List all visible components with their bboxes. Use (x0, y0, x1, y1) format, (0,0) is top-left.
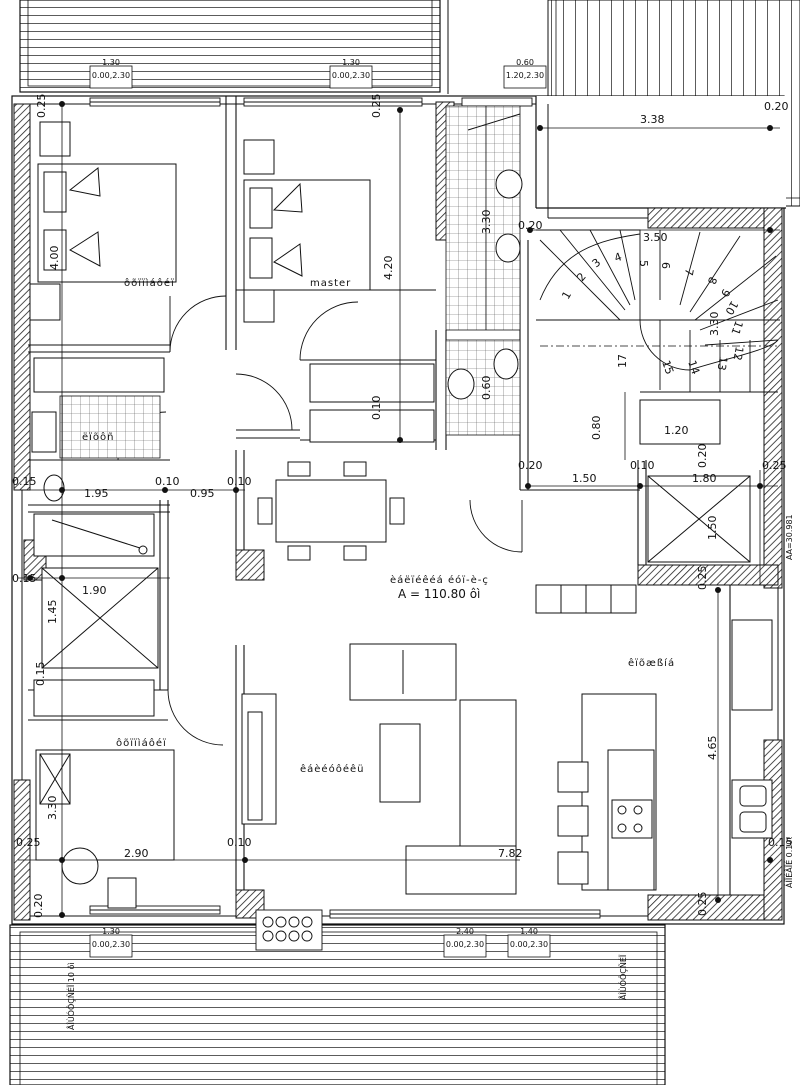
dimension-lines (18, 104, 780, 915)
room-label-master: master (310, 278, 351, 289)
dim-label: 0.10 (227, 836, 252, 849)
furniture (29, 113, 773, 909)
opening-tags (89, 65, 551, 958)
dim-label: 2.90 (124, 847, 149, 860)
dim-label: 4.20 (382, 256, 395, 281)
dim-label: 1.50 (572, 472, 597, 485)
dim-label: 3.30 (46, 796, 59, 821)
dim-label: 1.30 (342, 58, 360, 67)
dim-label: 0.20 (696, 444, 709, 469)
stair-step-number: 9 (718, 287, 733, 300)
stair-step-number: 4 (613, 250, 624, 265)
dim-label: 0.25 (35, 94, 48, 119)
dim-label: 1.40 (520, 927, 538, 936)
stair-step-number: 3 (590, 256, 604, 270)
dim-label: 0.20 (518, 219, 543, 232)
stair-step-number: 6 (659, 262, 672, 269)
side-note: ÁÍÏÉÃÏÉ 0.10! (783, 836, 794, 888)
dim-label: 0.20 (518, 459, 543, 472)
dim-label: 7.82 (498, 847, 523, 860)
dim-label: 1.50 (706, 516, 719, 541)
bottom-balcony (9, 924, 666, 1085)
dimension-markers (27, 101, 773, 918)
room-labels: ôõïïìáôéï master ëïõôñ èáëïéêéá éóï-è-ç … (82, 277, 675, 775)
stair-step-number: 5 (637, 260, 650, 267)
living-area-value: A = 110.80 ôì (398, 587, 480, 601)
side-notes: ΑΑ=30.981 ÁÍÏÉÃÏÉ 0.10! ÅÎÙÓÔÇÑÉÏ 10 ôì … (65, 514, 794, 1030)
stair-step-number: 14 (685, 359, 702, 377)
dim-label: 0.20 (32, 894, 45, 919)
dim-label: 3.30 (708, 312, 721, 337)
dim-label: 1.95 (84, 487, 109, 500)
dim-label: 4.65 (706, 736, 719, 761)
dim-label: 0.00,2.30 (92, 71, 130, 80)
room-label-kitchen: êïõæßíá (628, 657, 675, 669)
dim-label: 0.00,2.30 (92, 940, 130, 949)
dim-label: 0.25 (16, 836, 41, 849)
dim-label: 0.15 (34, 662, 47, 687)
stair-step-number: 8 (705, 275, 720, 286)
stair-step-number: 10 (722, 299, 740, 318)
dim-label: 0.10 (630, 459, 655, 472)
dim-label: 0.10 (155, 475, 180, 488)
dim-label: 0.15 (12, 475, 37, 488)
room-label-bedroom-2: ôõïïìáôéï (116, 737, 167, 749)
stair-step-number: 15 (659, 359, 676, 377)
dim-label: 3.50 (643, 231, 668, 244)
dim-label: 2.40 (456, 927, 474, 936)
dim-label: 0.25 (696, 892, 709, 917)
dim-label: 1.30 (102, 927, 120, 936)
stair-step-number: 12 (731, 345, 746, 361)
dim-label: 4.00 (48, 246, 61, 271)
dim-label: 0.15 (768, 836, 793, 849)
dim-label: 1.20,2.30 (506, 71, 544, 80)
dim-label: 0.00,2.30 (332, 71, 370, 80)
dim-label: 0.00,2.30 (510, 940, 548, 949)
room-label-living-room: êáèéóôéêü (300, 763, 364, 775)
dim-label: 3.38 (640, 113, 665, 126)
dimension-text: 3.38 0.20 0.25 0.25 4.00 4.20 3.30 0.20 … (12, 94, 793, 919)
dim-label: 0.10 (227, 475, 252, 488)
windows (89, 97, 601, 951)
dim-label: 0.20 (764, 100, 789, 113)
stair-step-number: 2 (574, 270, 588, 284)
stair-step-number: 13 (715, 355, 730, 371)
room-label-living-total: èáëïéêéá éóï-è-ç (390, 574, 489, 586)
dim-label: 0.60 (516, 58, 534, 67)
opening-tag-text: 1.30 0.00,2.30 1.30 0.00,2.30 0.60 1.20,… (92, 58, 548, 949)
spiral-stair (536, 229, 779, 393)
dim-label: 1.30 (102, 58, 120, 67)
room-label-bedroom-1: ôõïïìáôéï (124, 277, 175, 289)
stair-step-number: 11 (728, 319, 745, 337)
dim-label: 1.20 (664, 424, 689, 437)
side-note: ÅÎÙÓÔÇÑÉÏ (617, 954, 628, 1000)
dim-label: 0.15 (12, 572, 37, 585)
dim-label: 0.95 (190, 487, 215, 500)
dim-label: 0.25 (762, 459, 787, 472)
stair-step-number: 1 (559, 289, 574, 302)
dim-label: 1.80 (692, 472, 717, 485)
side-note: ÅÎÙÓÔÇÑÉÏ 10 ôì (65, 962, 76, 1030)
dim-label: 3.30 (480, 210, 493, 235)
dim-label: 0.10 (370, 396, 383, 421)
stair-step-number: 7 (682, 267, 696, 276)
room-label-bath: ëïõôñ (82, 431, 115, 443)
stair-step-number: 17 (616, 354, 629, 368)
dim-label: 0.25 (696, 566, 709, 591)
side-note: ΑΑ=30.981 (785, 514, 794, 560)
dim-label: 1.45 (46, 600, 59, 625)
dim-label: 0.00,2.30 (446, 940, 484, 949)
dim-label: 0.25 (370, 94, 383, 119)
dim-label: 1.90 (82, 584, 107, 597)
dim-label: 0.80 (590, 416, 603, 441)
dim-label: 0.60 (480, 376, 493, 401)
